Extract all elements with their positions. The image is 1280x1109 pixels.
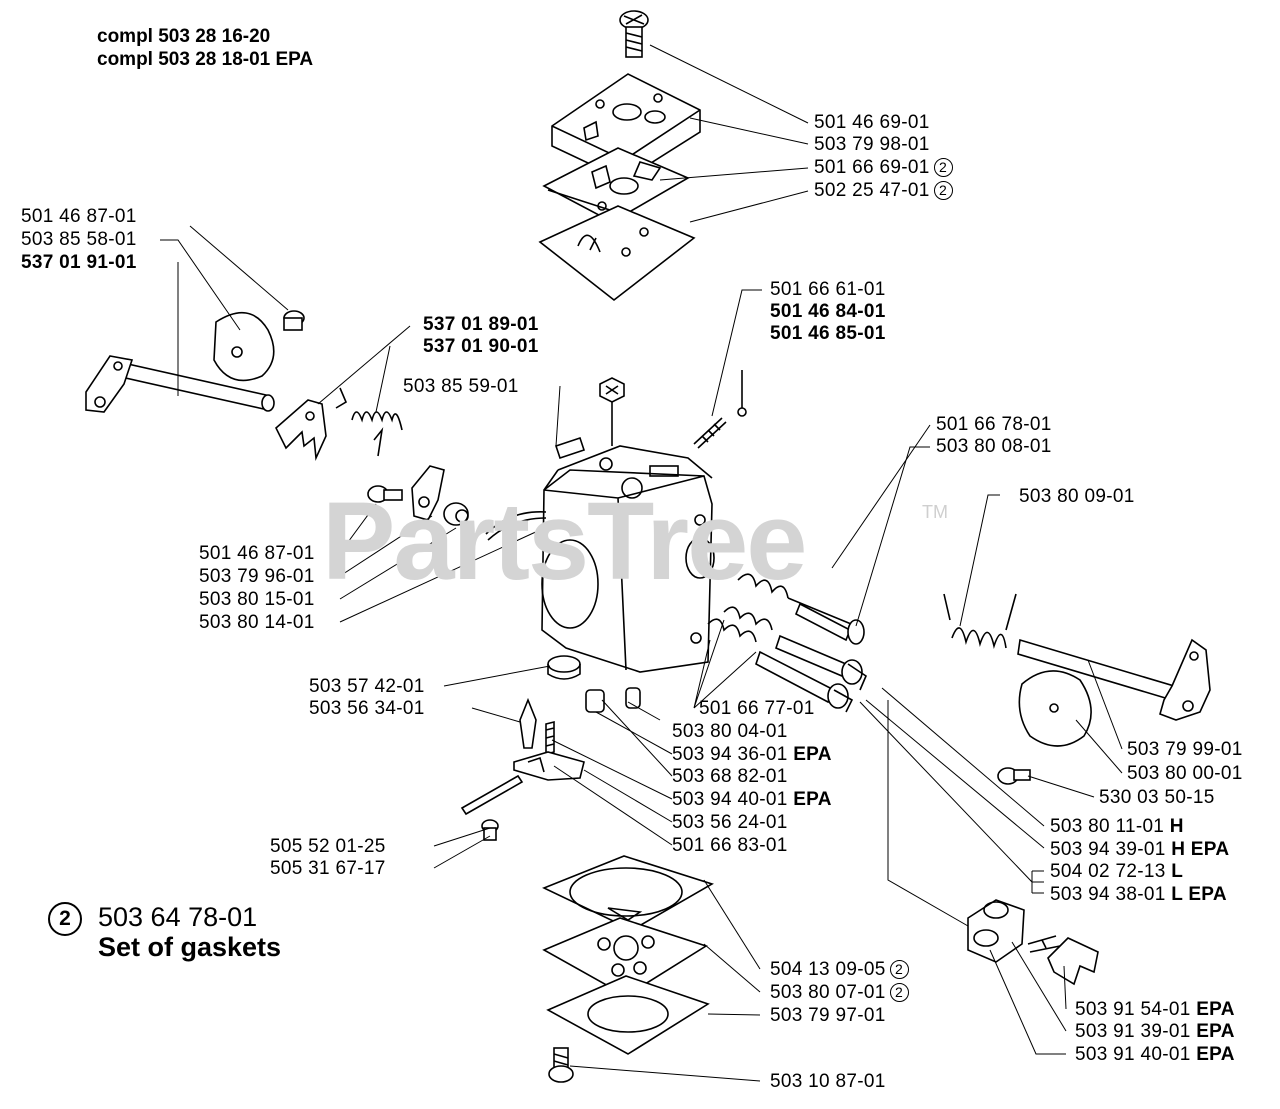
valve-seat-icon	[585, 687, 641, 713]
cover-bolt-icon	[548, 1047, 574, 1083]
lever-pin-icon	[460, 774, 524, 841]
high-speed-spring-icon	[737, 573, 865, 645]
part-label[interactable]: 503 80 15-01	[199, 589, 315, 610]
needle-l-icon	[755, 650, 854, 713]
part-label[interactable]: 503 79 96-01	[199, 566, 315, 587]
choke-lever-icon	[411, 465, 445, 521]
choke-shaft-icon	[1017, 638, 1211, 721]
cover-screw-icon	[619, 10, 649, 58]
part-label[interactable]: 503 79 99-01	[1127, 739, 1243, 760]
pump-spring-icon	[1027, 935, 1061, 953]
part-label[interactable]: 503 91 39-01 EPA	[1075, 1021, 1235, 1042]
part-label[interactable]: 501 46 87-01	[21, 206, 137, 227]
part-label[interactable]: 503 80 08-01	[936, 436, 1052, 457]
quantity-badge: 2	[933, 158, 953, 177]
part-label[interactable]: 501 66 61-01	[770, 279, 886, 300]
part-label[interactable]: 503 57 42-01	[309, 676, 425, 697]
needle-h-icon	[775, 634, 867, 691]
choke-spring-icon	[943, 593, 1017, 649]
disc-screw-icon	[997, 767, 1031, 785]
part-label[interactable]: 537 01 91-01	[21, 252, 137, 273]
part-label[interactable]: 503 85 59-01	[403, 376, 519, 397]
part-label[interactable]: 503 10 87-01	[770, 1071, 886, 1092]
part-label[interactable]: 503 85 58-01	[21, 229, 137, 250]
plug-icon	[547, 655, 581, 680]
throttle-lever-icon	[275, 399, 327, 462]
part-label[interactable]: 530 03 50-15	[1099, 787, 1215, 808]
choke-valve-disc-icon	[1018, 670, 1092, 747]
fuel-inlet-nut-icon	[599, 377, 625, 446]
part-label[interactable]: 501 46 84-01	[770, 301, 886, 322]
watermark-trademark: TM	[922, 502, 948, 522]
part-label[interactable]: 503 91 40-01 EPA	[1075, 1044, 1235, 1065]
throttle-valve-disc-icon	[213, 310, 305, 382]
part-label[interactable]: 505 31 67-17	[270, 858, 386, 879]
quantity-badge: 2	[889, 983, 909, 1002]
quantity-badge: 2	[889, 960, 909, 979]
watermark-brand: PartsTree	[322, 480, 807, 603]
part-label[interactable]: 505 52 01-25	[270, 836, 386, 857]
metering-gasket-icon	[542, 855, 714, 931]
part-label[interactable]: 501 46 85-01	[770, 323, 886, 344]
idle-screw-spring-icon	[693, 370, 747, 449]
part-label[interactable]: 501 46 69-01	[814, 112, 930, 133]
part-label[interactable]: 503 94 40-01 EPA	[672, 789, 832, 810]
assembly-number-line-1: compl 503 28 16-20	[97, 26, 271, 47]
part-label[interactable]: 503 94 36-01 EPA	[672, 744, 832, 765]
metering-lever-icon	[513, 751, 585, 781]
throttle-spring-icon	[335, 387, 403, 457]
part-label[interactable]: 537 01 90-01	[423, 336, 539, 357]
part-label[interactable]: 501 66 77-01	[699, 698, 815, 719]
part-label[interactable]: 503 80 14-01	[199, 612, 315, 633]
pump-housing-icon	[967, 899, 1025, 963]
part-label[interactable]: 503 80 09-01	[1019, 486, 1135, 507]
part-label[interactable]: 503 56 34-01	[309, 698, 425, 719]
part-label[interactable]: 501 66 83-01	[672, 835, 788, 856]
gasket-set-part-number[interactable]: 503 64 78-01	[98, 902, 258, 932]
leader-lines	[160, 44, 1123, 1082]
part-label[interactable]: 503 94 38-01 L EPA	[1050, 884, 1227, 905]
assembly-number-line-2: compl 503 28 18-01 EPA	[97, 49, 314, 70]
part-label[interactable]: 504 02 72-13 L	[1050, 861, 1184, 882]
part-label[interactable]: 503 91 54-01 EPA	[1075, 999, 1235, 1020]
part-label[interactable]: 503 80 04-01	[672, 721, 788, 742]
part-label[interactable]: 503 56 24-01	[672, 812, 788, 833]
bushing-icon	[443, 502, 469, 526]
needle-springs-icon	[707, 606, 773, 643]
quantity-badge: 2	[933, 181, 953, 200]
carburetor-body-icon	[485, 436, 715, 673]
part-label[interactable]: 503 80 00-01	[1127, 763, 1243, 784]
metering-cover-icon	[546, 975, 710, 1055]
pump-bracket-icon	[1047, 937, 1099, 986]
part-label[interactable]: 503 80 11-01 H	[1050, 816, 1184, 837]
inlet-needle-icon	[519, 697, 555, 756]
gasket-set-number-badge: 2	[48, 902, 82, 936]
part-label[interactable]: 503 79 98-01	[814, 134, 930, 155]
pump-diaphragm-icon	[538, 205, 696, 302]
lever-screw-icon	[367, 485, 403, 503]
throttle-shaft-icon	[85, 355, 275, 413]
part-label[interactable]: 503 68 82-01	[672, 766, 788, 787]
part-label[interactable]: 501 66 78-01	[936, 414, 1052, 435]
gasket-set-description: Set of gaskets	[98, 932, 282, 962]
part-label[interactable]: 501 46 87-01	[199, 543, 315, 564]
part-label[interactable]: 503 94 39-01 H EPA	[1050, 839, 1230, 860]
part-label[interactable]: 537 01 89-01	[423, 314, 539, 335]
part-label[interactable]: 503 79 97-01	[770, 1005, 886, 1026]
